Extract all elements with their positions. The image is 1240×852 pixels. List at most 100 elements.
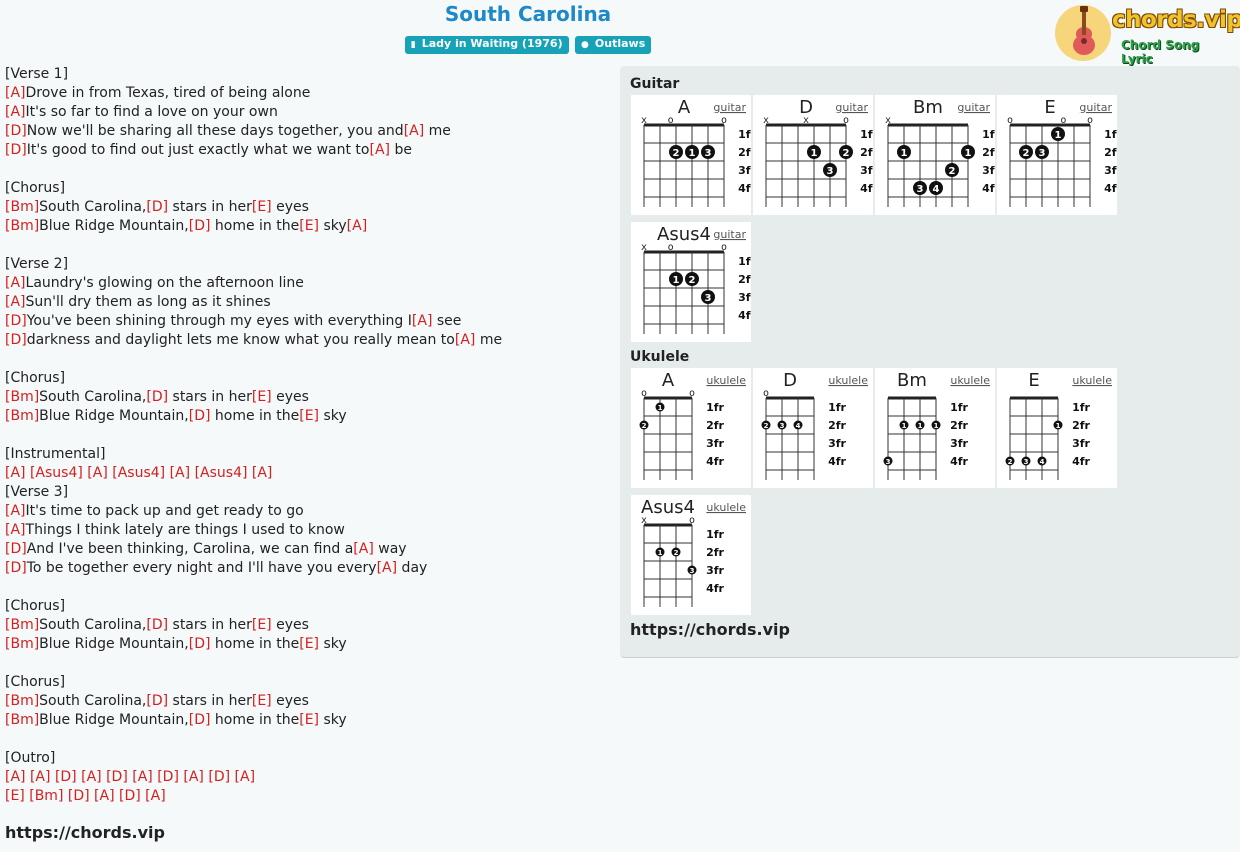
chord-link[interactable]: [D]: [146, 617, 169, 633]
chord-link[interactable]: [A]: [169, 465, 191, 481]
chord-link[interactable]: [Bm]: [5, 712, 40, 728]
source-url[interactable]: https://chords.vip: [5, 823, 165, 842]
chord-link[interactable]: [A]: [5, 85, 26, 101]
chord-link[interactable]: [D]: [208, 769, 231, 785]
chord-link[interactable]: [Bm]: [5, 218, 40, 234]
instrument-link[interactable]: guitar: [713, 228, 746, 241]
chord-link[interactable]: [A]: [376, 560, 398, 576]
site-logo[interactable]: chords.vip Chord Song Lyric: [1054, 3, 1240, 66]
finger-dot: [883, 456, 893, 466]
instrument-link[interactable]: ukulele: [828, 374, 868, 387]
chord-link[interactable]: [E]: [299, 712, 320, 728]
chord-link[interactable]: [A]: [369, 142, 391, 158]
finger-dot: [839, 145, 853, 159]
chord-link[interactable]: [D]: [5, 541, 27, 557]
chord-link[interactable]: [A]: [145, 788, 166, 804]
chord-link[interactable]: [D]: [188, 218, 211, 234]
chord-link[interactable]: [A]: [5, 104, 26, 120]
chord-link[interactable]: [A]: [5, 294, 26, 310]
instrument-link[interactable]: ukulele: [1072, 374, 1112, 387]
album-tag[interactable]: ▮Lady in Waiting (1976): [404, 36, 569, 54]
chord-link[interactable]: [D]: [146, 693, 169, 709]
guitar-section-label: Guitar: [630, 76, 680, 92]
chord-link[interactable]: [D]: [106, 769, 128, 785]
chord-link[interactable]: [E]: [299, 218, 320, 234]
chord-link[interactable]: [A]: [183, 769, 204, 785]
finger-dot: [1019, 145, 1033, 159]
chord-link[interactable]: [D]: [188, 712, 211, 728]
chord-link[interactable]: [A]: [5, 465, 26, 481]
chord-link[interactable]: [A]: [454, 332, 476, 348]
chord-link[interactable]: [A]: [234, 769, 256, 785]
chord-link[interactable]: [Asus4]: [29, 465, 83, 481]
chord-link[interactable]: [E]: [251, 693, 272, 709]
chord-link[interactable]: [D]: [119, 788, 141, 804]
chord-link[interactable]: [A]: [353, 541, 374, 557]
chord-link[interactable]: [D]: [5, 123, 27, 139]
chord-link[interactable]: [E]: [299, 636, 320, 652]
instrument-link[interactable]: ukulele: [950, 374, 990, 387]
chord-link[interactable]: [A]: [132, 769, 153, 785]
chord-link[interactable]: [Bm]: [29, 788, 64, 804]
chord-link[interactable]: [D]: [5, 560, 27, 576]
chord-link[interactable]: [A]: [81, 769, 102, 785]
instrument-link[interactable]: guitar: [957, 101, 990, 114]
chord-link[interactable]: [Bm]: [5, 389, 40, 405]
instrument-link[interactable]: guitar: [713, 101, 746, 114]
chord-link[interactable]: [E]: [251, 389, 272, 405]
chord-link[interactable]: [E]: [299, 408, 320, 424]
chord-link[interactable]: [E]: [251, 617, 272, 633]
chord-link[interactable]: [D]: [188, 408, 211, 424]
chord-link[interactable]: [E]: [251, 199, 272, 215]
chord-link[interactable]: [E]: [5, 788, 25, 804]
chord-link[interactable]: [A]: [5, 503, 26, 519]
chord-link[interactable]: [A]: [5, 522, 26, 538]
chord-link[interactable]: [Bm]: [5, 408, 40, 424]
chord-link[interactable]: [D]: [146, 389, 169, 405]
panel-url[interactable]: https://chords.vip: [630, 620, 790, 639]
chord-link[interactable]: [A]: [29, 769, 51, 785]
chord-link[interactable]: [A]: [251, 465, 273, 481]
chord-link[interactable]: [A]: [411, 313, 433, 329]
instrument-link[interactable]: guitar: [835, 101, 868, 114]
chord-link[interactable]: [Bm]: [5, 199, 40, 215]
chord-name: Asus4: [641, 497, 695, 518]
instrument-link[interactable]: ukulele: [706, 501, 746, 514]
chord-link[interactable]: [Asus4]: [194, 465, 248, 481]
chord-link[interactable]: [D]: [54, 769, 77, 785]
chord-link[interactable]: [A]: [5, 769, 26, 785]
artist-tag[interactable]: ●Outlaws: [575, 36, 652, 54]
chord-link[interactable]: [Bm]: [5, 636, 40, 652]
chord-link[interactable]: [A]: [346, 218, 368, 234]
lyric-text: me: [424, 123, 451, 139]
instrument-link[interactable]: ukulele: [706, 374, 746, 387]
finger-number: 2: [674, 549, 679, 557]
chord-link[interactable]: [Bm]: [5, 693, 40, 709]
instrument-link[interactable]: guitar: [1079, 101, 1112, 114]
chord-link[interactable]: [D]: [5, 142, 27, 158]
chord-link[interactable]: [D]: [157, 769, 179, 785]
chord-link[interactable]: [D]: [5, 332, 27, 348]
chord-link[interactable]: [A]: [5, 275, 26, 291]
lyric-line: [5, 654, 610, 673]
chord-link[interactable]: [D]: [188, 636, 211, 652]
chord-link[interactable]: [A]: [403, 123, 425, 139]
chord-link[interactable]: [Bm]: [5, 617, 40, 633]
chord-link[interactable]: [A]: [87, 465, 108, 481]
chord-link[interactable]: [D]: [146, 199, 169, 215]
chord-link[interactable]: [D]: [5, 313, 27, 329]
chord-link[interactable]: [A]: [94, 788, 115, 804]
chord-link[interactable]: [D]: [67, 788, 90, 804]
chord-link[interactable]: [Asus4]: [112, 465, 166, 481]
fret-label: 1fr: [860, 128, 873, 141]
